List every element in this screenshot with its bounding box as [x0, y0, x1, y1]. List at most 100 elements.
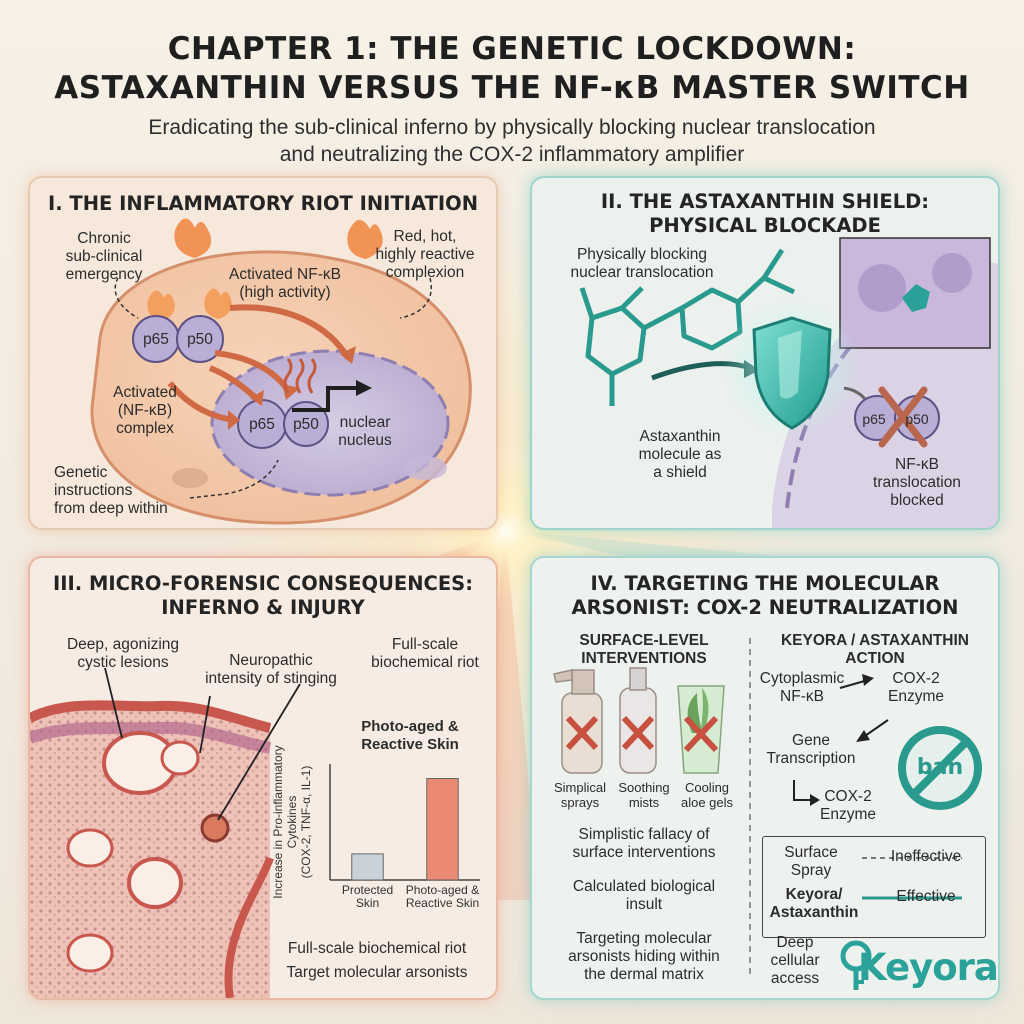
activated-side-line-1: Activated: [113, 384, 177, 401]
panel-micro-forensic: III. MICRO-FORENSIC CONSEQUENCES: INFERN…: [28, 556, 498, 1000]
genetic-line-1: Genetic: [54, 464, 108, 481]
deep-line-3: access: [770, 970, 820, 987]
activated-high-label: Activated NF-κB (high activity): [210, 266, 360, 302]
blocking-line-2: nuclear translocation: [570, 264, 714, 281]
lesions-line-1: Deep, agonizing: [66, 636, 180, 653]
subtitle-line-1: Eradicating the sub-clinical inferno by …: [148, 116, 876, 139]
insult-label: Calculated biological insult: [544, 878, 744, 914]
gene-transcription-label: Gene Transcription: [756, 732, 866, 768]
subtitle-line-2: and neutralizing the COX-2 inflammatory …: [279, 143, 745, 166]
p50-blocked-label: p50: [905, 411, 929, 427]
riot-line-2: biochemical riot: [371, 654, 479, 671]
molecule-line-2: molecule as: [638, 446, 722, 463]
product-spray-line-1: Simplical: [553, 780, 606, 795]
bar-photo-aged-skin: [426, 778, 459, 881]
cyto-line-1: Cytoplasmic: [759, 670, 845, 687]
surface-title: SURFACE-LEVEL INTERVENTIONS: [544, 632, 744, 668]
activated-complex-label: Activated (NF-κB) complex: [90, 384, 200, 438]
legend-ineffective: Ineffective: [890, 848, 962, 865]
cox2-enzyme-b-label: COX-2 Enzyme: [808, 788, 888, 824]
efficacy-legend: [762, 836, 986, 938]
chronic-label: Chronic sub-clinical emergency: [44, 230, 164, 284]
panel2-heading: II. THE ASTAXANTHIN SHIELD: PHYSICAL BLO…: [532, 190, 998, 238]
p65-blocked-label: p65: [862, 411, 886, 427]
panel1-heading: I. THE INFLAMMATORY RIOT INITIATION: [47, 192, 479, 215]
fallacy-label: Simplistic fallacy of surface interventi…: [544, 826, 744, 862]
panel-astaxanthin-shield: II. THE ASTAXANTHIN SHIELD: PHYSICAL BLO…: [530, 176, 1000, 530]
genetic-label: Genetic instructions from deep within: [54, 464, 194, 518]
targeting-label: Targeting molecular arsonists hiding wit…: [544, 930, 744, 984]
deep-line-2: cellular: [770, 952, 820, 969]
panel-cox2-neutralization: IV. TARGETING THE MOLECULAR ARSONIST: CO…: [530, 556, 1000, 1000]
cox-a-line-1: COX-2: [892, 670, 940, 687]
nuclear-line-1: nuclear: [339, 414, 391, 431]
ban-text: ban: [916, 755, 964, 780]
riot-label: Full-scale biochemical riot: [360, 636, 490, 672]
nuclear-line-2: nucleus: [338, 432, 392, 449]
shield-illustration: [579, 237, 998, 528]
blocking-label: Physically blocking nuclear translocatio…: [552, 246, 732, 282]
fallacy-line-1: Simplistic fallacy of: [578, 826, 710, 843]
page-title: CHAPTER 1: THE GENETIC LOCKDOWN: ASTAXAN…: [0, 30, 1024, 108]
cyto-line-2: NF-κB: [780, 688, 824, 705]
red-line-3: complexion: [385, 264, 465, 281]
p50-nuclear-label: p50: [293, 416, 319, 433]
panel3-heading: III. MICRO-FORENSIC CONSEQUENCES: INFERN…: [30, 572, 496, 620]
skin-cross-section: [30, 667, 301, 998]
product-aloe-line-1: Cooling: [684, 780, 730, 795]
molecule-line-1: Astaxanthin: [639, 428, 721, 445]
product-mist-label: Soothing mists: [612, 780, 676, 810]
surface-title-line-1: SURFACE-LEVEL: [579, 632, 709, 649]
deep-access-label: Deep cellular access: [760, 934, 830, 988]
targeting-line-2: arsonists hiding within: [568, 948, 720, 965]
ban-icon: [898, 726, 982, 810]
red-line-1: Red, hot,: [393, 228, 457, 245]
molecule-line-3: a shield: [653, 464, 707, 481]
aloe-gel-icon: [677, 685, 725, 774]
p50-cyto-label: p50: [187, 331, 213, 348]
red-hot-label: Red, hot, highly reactive complexion: [360, 228, 490, 282]
ylabel-line-1: Cytokines: [285, 796, 299, 849]
surface-title-line-2: INTERVENTIONS: [581, 650, 707, 667]
insult-line-2: insult: [625, 896, 663, 913]
genetic-line-3: from deep within: [54, 500, 168, 517]
category-label-0-1: Skin: [356, 896, 379, 910]
fallacy-line-2: surface interventions: [572, 844, 716, 861]
p65-nuclear-label: p65: [249, 416, 275, 433]
neuro-line-1: Neuropathic: [229, 652, 313, 669]
cox2-enzyme-a-label: COX-2 Enzyme: [876, 670, 956, 706]
p65-cyto-label: p65: [143, 331, 169, 348]
deep-line-1: Deep: [776, 934, 814, 951]
product-spray-line-2: sprays: [560, 795, 600, 810]
keyora-title-line-2: ACTION: [845, 650, 905, 667]
category-label-1-1: Reactive Skin: [406, 896, 479, 910]
neuro-label: Neuropathic intensity of stinging: [186, 652, 356, 688]
chart-title: Photo-aged & Reactive Skin: [361, 718, 459, 753]
product-aloe-label: Cooling aloe gels: [674, 780, 740, 810]
chronic-line-3: emergency: [65, 266, 143, 283]
panel3-heading-line-2: INFERNO & INJURY: [161, 596, 365, 619]
blocked-line-2: translocation: [873, 474, 961, 491]
product-mist-line-1: Soothing: [618, 780, 670, 795]
legend-row2-line-1: Keyora/: [785, 886, 843, 903]
legend-row1-line-2: Spray: [790, 862, 832, 879]
activated-side-line-3: complex: [116, 420, 174, 437]
genetic-line-2: instructions: [54, 482, 133, 499]
category-label-0-0: Protected: [342, 883, 393, 897]
product-spray-label: Simplical sprays: [548, 780, 612, 810]
targeting-line-1: Targeting molecular: [576, 930, 712, 947]
nuclear-label: nuclear nucleus: [320, 414, 410, 450]
page-subtitle: Eradicating the sub-clinical inferno by …: [0, 114, 1024, 168]
panel-inflammatory-riot: I. THE INFLAMMATORY RIOT INITIATION: [28, 176, 498, 530]
bar-protected-skin: [351, 853, 384, 881]
activated-top-line-2: (high activity): [239, 284, 331, 301]
cox-a-line-2: Enzyme: [888, 688, 944, 705]
panel2-heading-line-1: II. THE ASTAXANTHIN SHIELD:: [600, 190, 930, 213]
blocked-line-3: blocked: [890, 492, 944, 509]
chronic-line-2: sub-clinical: [65, 248, 143, 265]
red-line-2: highly reactive: [375, 246, 475, 263]
cyto-nfkb-label: Cytoplasmic NF-κB: [754, 670, 850, 706]
cox-b-line-1: COX-2: [824, 788, 872, 805]
